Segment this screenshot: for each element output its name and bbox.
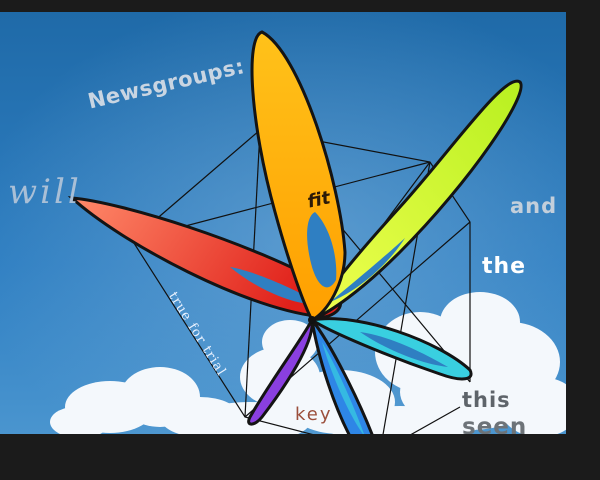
kite-hub (308, 316, 316, 324)
word-fit: fit (305, 187, 333, 213)
word-seen: seen (462, 414, 528, 435)
word-the: the (482, 254, 527, 279)
kite-illustration (0, 12, 566, 434)
word-key: key (295, 404, 333, 425)
word-this: this (462, 388, 511, 412)
kite-petal-blue (309, 314, 374, 434)
kite-petal-purple (247, 315, 314, 426)
kite-photo: Newsgroups: will and the fit true for tr… (0, 12, 566, 434)
word-and: and (510, 194, 558, 218)
word-will: will (8, 172, 82, 212)
